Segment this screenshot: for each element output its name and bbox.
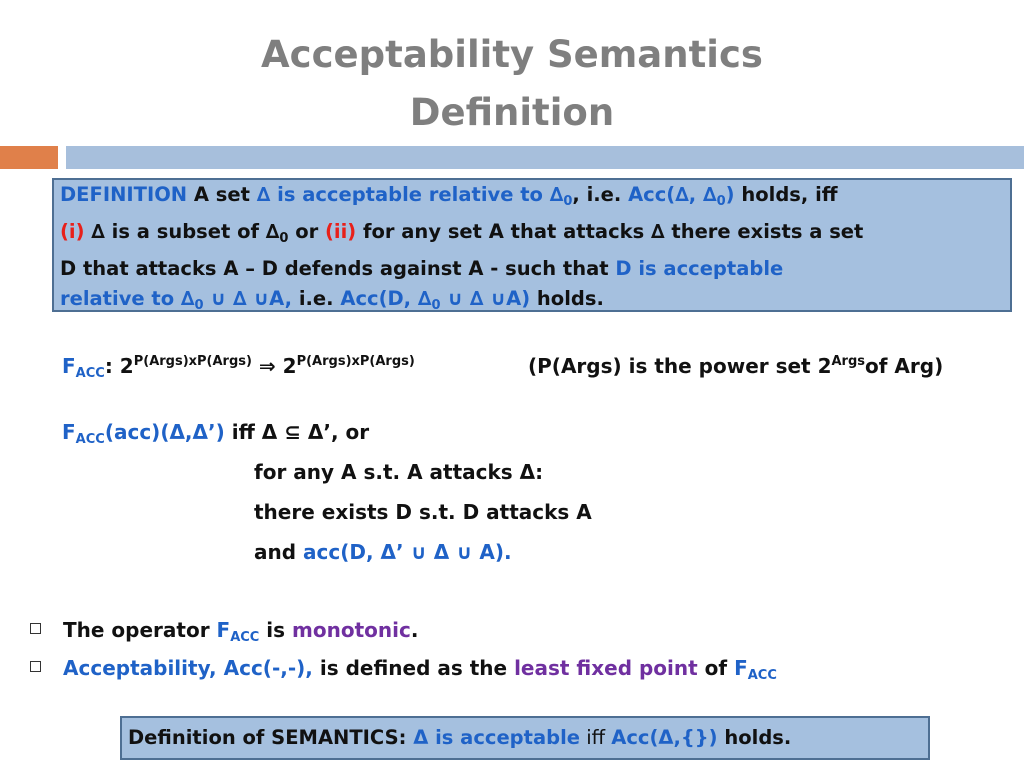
definition-holds-iff: holds, iff: [734, 183, 838, 206]
definition-line-3: D that attacks A – D defends against A -…: [60, 254, 1004, 284]
bullet2-pre: Acceptability, Acc(-,-),: [63, 656, 313, 680]
definition-line3-blue: D is acceptable: [615, 257, 784, 280]
definition-rel: is acceptable relative to ∆: [270, 183, 564, 206]
facc-def-and: and: [254, 540, 304, 564]
bullet2-mid: is defined as the: [312, 656, 515, 680]
bullet1-mid: is: [259, 618, 293, 642]
bullet2-F: F: [734, 656, 748, 680]
facc-def-symbol: F: [62, 420, 76, 444]
definition-line4-a: relative to ∆: [60, 287, 195, 310]
definition-line3-text: D that attacks A – D defends against A -…: [60, 257, 616, 280]
bullet2-post: of: [697, 656, 735, 680]
bullet2-hl: least fixed point: [514, 656, 698, 680]
facc-sup-domain: P(Args)xP(Args): [133, 354, 252, 369]
definition-delta: ∆: [256, 183, 271, 206]
bullet2-sub: ACC: [747, 668, 777, 683]
semantics-iff: iff: [580, 726, 612, 749]
definition-i-text: ∆ is a subset of ∆: [84, 220, 280, 243]
definition-keyword: DEFINITION: [60, 183, 188, 206]
definition-sub0: 0: [563, 194, 573, 209]
accent-bar-orange: [0, 146, 58, 169]
definition-i-sub: 0: [279, 231, 289, 246]
definition-line-2: (i) ∆ is a subset of ∆0 or (ii) for any …: [60, 217, 1004, 254]
powerset-note-b: of Arg): [865, 354, 944, 378]
semantics-holds: holds.: [717, 726, 792, 749]
facc-type-signature: FACC: 2P(Args)xP(Args) ⇒ 2P(Args)xP(Args…: [62, 348, 415, 388]
facc-subscript: ACC: [75, 366, 105, 381]
definition-line-4: relative to ∆0 ∪ ∆ ∪A, i.e. Acc(D, ∆0 ∪ …: [60, 284, 1004, 321]
facc-colon: : 2: [104, 354, 134, 378]
bullet1-F: F: [216, 618, 231, 642]
semantics-blue: Δ is acceptable: [413, 726, 580, 749]
semantics-acc: Acc(Δ,{}): [611, 726, 718, 749]
definition-line-1: DEFINITION A set ∆ is acceptable relativ…: [60, 180, 1004, 217]
facc-def-args: (acc)(Δ,Δ’): [104, 420, 225, 444]
bullet1-pre: The operator: [63, 618, 217, 642]
definition-or: or: [288, 220, 325, 243]
bullet1-hl: monotonic: [292, 618, 411, 642]
definition-acc1: Acc(∆, ∆: [628, 183, 717, 206]
definition-box: DEFINITION A set ∆ is acceptable relativ…: [52, 178, 1012, 313]
definition-line4-acc-sub: 0: [431, 298, 441, 313]
definition-ie1: , i.e.: [572, 183, 629, 206]
bullet-monotonic: The operator FACC is monotonic.: [30, 614, 990, 652]
slide-title-line1: Acceptability Semantics: [261, 33, 763, 76]
facc-definition-line2: for any A s.t. A attacks Δ:: [254, 460, 544, 484]
semantics-label: Definition of SEMANTICS:: [128, 726, 414, 749]
facc-def-iff: iff Δ ⊆ Δ’, or: [224, 420, 370, 444]
facc-symbol: F: [62, 354, 76, 378]
powerset-note-sup: Args: [831, 354, 866, 369]
facc-definition-line1: FACC(acc)(Δ,Δ’) iff Δ ⊆ Δ’, or: [62, 418, 369, 454]
bullet1-post: .: [410, 618, 419, 642]
definition-ii-label: (ii): [325, 220, 357, 243]
powerset-note-a: (P(Args) is the power set 2: [528, 354, 832, 378]
definition-line4-acc: Acc(D, ∆: [340, 287, 432, 310]
bullet-least-fixed-point: Acceptability, Acc(-,-), is defined as t…: [30, 652, 990, 690]
definition-line4-ie: i.e.: [292, 287, 341, 310]
facc-definition-line3: there exists D s.t. D attacks A: [254, 500, 592, 524]
powerset-note: (P(Args) is the power set 2Argsof Arg): [528, 348, 943, 380]
bullet-list: The operator FACC is monotonic. Acceptab…: [30, 614, 990, 690]
slide-title-line2: Definition: [409, 91, 615, 134]
slide-title: Acceptability Semantics Definition: [0, 26, 1024, 142]
facc-def-subscript: ACC: [75, 432, 105, 447]
facc-definition-line4: and acc(D, Δ’ ∪ Δ ∪ A).: [254, 538, 512, 566]
semantics-box: Definition of SEMANTICS: Δ is acceptable…: [120, 716, 930, 760]
definition-ii-text: for any set A that attacks ∆ there exist…: [356, 220, 864, 243]
definition-text-a: A set: [187, 183, 257, 206]
definition-acc1-sub: 0: [716, 194, 726, 209]
bullet-square-icon: [30, 661, 41, 672]
definition-i-label: (i): [60, 220, 85, 243]
definition-line4-acc-b: ∪ ∆ ∪A): [440, 287, 531, 310]
definition-acc1-close: ): [725, 183, 735, 206]
facc-arrow: ⇒ 2: [251, 354, 297, 378]
bullet-square-icon: [30, 623, 41, 634]
definition-line4-sub: 0: [194, 298, 204, 313]
facc-sup-range: P(Args)xP(Args): [296, 354, 415, 369]
definition-line4-holds: holds.: [530, 287, 604, 310]
accent-bar-blue: [66, 146, 1024, 169]
definition-line4-b: ∪ ∆ ∪A,: [203, 287, 293, 310]
bullet1-sub: ACC: [230, 630, 260, 645]
facc-def-acc: acc(D, Δ’ ∪ Δ ∪ A).: [303, 540, 512, 564]
